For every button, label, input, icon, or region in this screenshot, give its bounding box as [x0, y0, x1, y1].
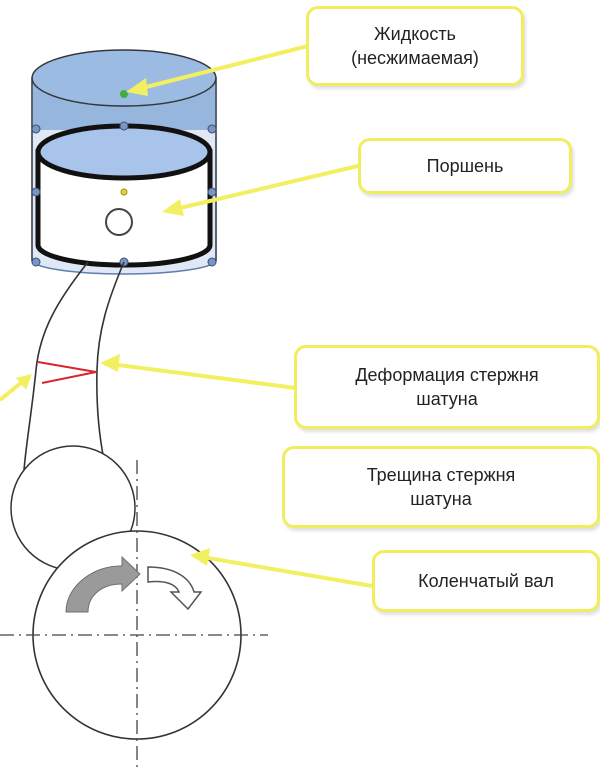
callout-crack-line1: Трещина стержня	[366, 464, 516, 485]
connecting-rod	[23, 261, 125, 471]
arrow-fluid	[126, 44, 309, 96]
callout-deformation: Деформация стержня шатуна	[294, 345, 600, 429]
callout-crankshaft-label: Коленчатый вал	[418, 570, 554, 591]
callout-crack: Трещина стержня шатуна	[282, 446, 600, 528]
callout-fluid-line2: (несжимаемая)	[351, 48, 479, 68]
arrow-crack	[0, 374, 32, 402]
arrow-deformation	[100, 354, 297, 390]
callout-deformation-line2: шатуна	[416, 389, 478, 409]
callout-piston-label: Поршень	[426, 155, 504, 176]
rotation-arrow-outline-icon	[147, 566, 203, 611]
arrow-crankshaft	[190, 548, 373, 588]
arrow-piston	[162, 163, 363, 216]
callout-fluid-line1: Жидкость	[374, 23, 456, 44]
callout-fluid: Жидкость (несжимаемая)	[306, 6, 524, 86]
callout-crack-line2: шатуна	[410, 489, 472, 509]
piston-pin	[105, 208, 133, 236]
deformation-mark	[37, 361, 97, 384]
callout-crankshaft: Коленчатый вал	[372, 550, 600, 612]
fluid-marker-dot	[120, 90, 128, 98]
callout-piston: Поршень	[358, 138, 572, 194]
callout-deformation-line1: Деформация стержня	[355, 364, 539, 385]
rotation-arrow-solid-icon	[65, 555, 141, 613]
piston	[35, 123, 213, 268]
